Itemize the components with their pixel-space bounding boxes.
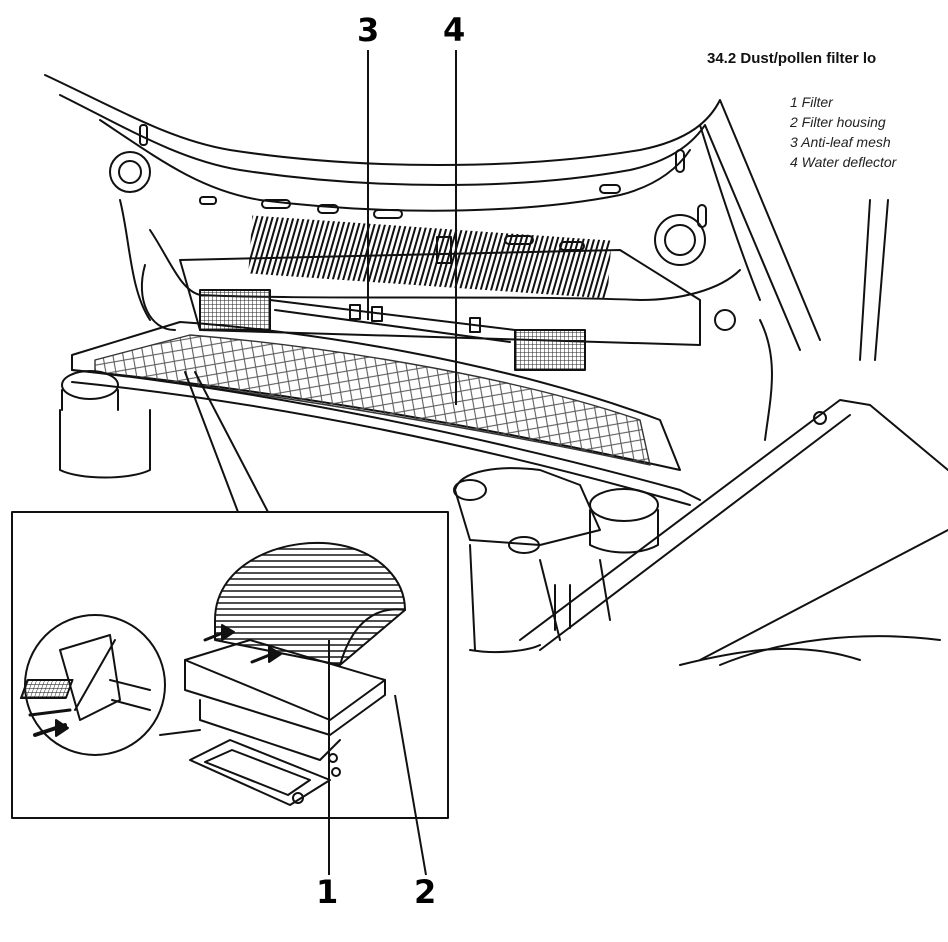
callout-3: 3 [357,11,380,49]
washer-reservoir [454,467,601,546]
figure-legend: 1 Filter 2 Filter housing 3 Anti-leaf me… [790,92,896,172]
callout-2: 2 [414,873,437,911]
left-vent [199,289,271,331]
legend-item-anti-leaf-mesh: 3 Anti-leaf mesh [790,134,891,150]
right-wing [519,399,948,641]
legend-item-filter: 1 Filter [790,94,833,110]
bonnet-outline [44,74,821,341]
callout-4: 4 [443,11,466,49]
figure-caption: 34.2 Dust/pollen filter lo [707,50,877,67]
legend-item-water-deflector: 4 Water deflector [790,154,897,170]
callout-1: 1 [316,873,339,911]
right-vent [514,329,586,371]
pollen-filter [214,541,406,666]
filter-detail-inset [11,511,449,819]
callout-leaders [328,50,457,876]
leader-2 [394,694,427,876]
legend-item-filter-housing: 2 Filter housing [790,114,886,130]
coolant-reservoir-left [59,409,151,479]
